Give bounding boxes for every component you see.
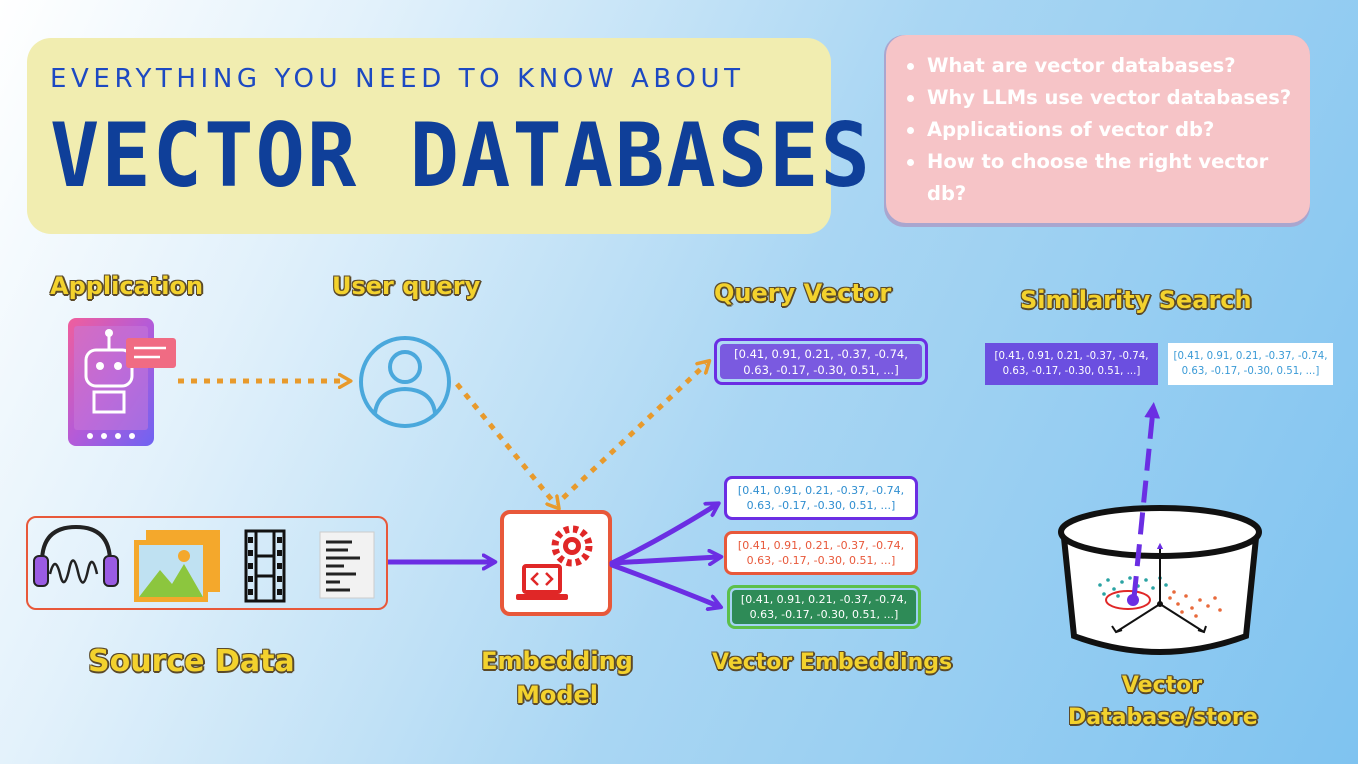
vector-line1: [0.41, 0.91, 0.21, -0.37, -0.74, bbox=[740, 593, 908, 606]
query-vector-box: [0.41, 0.91, 0.21, -0.37, -0.74, 0.63, -… bbox=[714, 338, 928, 385]
document-icon bbox=[319, 531, 375, 599]
gear-laptop-icon bbox=[500, 510, 612, 616]
vector-line2: 0.63, -0.17, -0.30, 0.51, ...] bbox=[743, 362, 899, 377]
vector-line2: 0.63, -0.17, -0.30, 0.51, ...] bbox=[746, 554, 896, 567]
similarity-vector-box-query: [0.41, 0.91, 0.21, -0.37, -0.74, 0.63, -… bbox=[985, 343, 1158, 385]
embedding-model-label-line1: Embedding bbox=[481, 647, 633, 675]
topics-card bbox=[886, 35, 1310, 223]
topics-list: What are vector databases? Why LLMs use … bbox=[906, 50, 1298, 210]
film-strip-icon bbox=[244, 529, 286, 603]
vector-database-label: Vector Database/store bbox=[1068, 670, 1258, 734]
similarity-vector-box-match: [0.41, 0.91, 0.21, -0.37, -0.74, 0.63, -… bbox=[1168, 343, 1333, 385]
chatbot-phone-icon bbox=[68, 318, 176, 446]
page-subtitle: EVERYTHING YOU NEED TO KNOW ABOUT bbox=[50, 64, 745, 94]
vector-line2: 0.63, -0.17, -0.30, 0.51, ...] bbox=[746, 499, 896, 512]
database-cylinder-icon bbox=[1058, 505, 1262, 655]
page-title: VECTOR DATABASES bbox=[50, 104, 872, 208]
vector-database-label-line2: Database/store bbox=[1068, 705, 1258, 730]
flow-arrow bbox=[609, 557, 718, 563]
topic-item: What are vector databases? bbox=[906, 50, 1298, 82]
title-card bbox=[27, 38, 831, 234]
vector-line2: 0.63, -0.17, -0.30, 0.51, ...] bbox=[1181, 366, 1320, 377]
vector-line2: 0.63, -0.17, -0.30, 0.51, ...] bbox=[1002, 366, 1141, 377]
picture-icon bbox=[134, 530, 220, 602]
topic-item: Why LLMs use vector databases? bbox=[906, 82, 1298, 114]
similarity-search-label: Similarity Search bbox=[1020, 286, 1252, 314]
vector-embeddings-label: Vector Embeddings bbox=[712, 650, 953, 675]
embedding-model-label-line2: Model bbox=[515, 681, 599, 709]
flow-arrow bbox=[609, 562, 718, 606]
flow-arrow bbox=[561, 364, 706, 500]
flow-arrow bbox=[609, 505, 716, 566]
source-data-frame bbox=[26, 516, 388, 610]
flow-arrow bbox=[455, 382, 556, 505]
vector-line1: [0.41, 0.91, 0.21, -0.37, -0.74, bbox=[1173, 351, 1328, 362]
query-vector-label: Query Vector bbox=[714, 279, 892, 307]
vector-line1: [0.41, 0.91, 0.21, -0.37, -0.74, bbox=[737, 484, 905, 497]
embedding-vector-box-blue: [0.41, 0.91, 0.21, -0.37, -0.74, 0.63, -… bbox=[724, 476, 918, 520]
vector-line1: [0.41, 0.91, 0.21, -0.37, -0.74, bbox=[734, 346, 908, 361]
vector-line1: [0.41, 0.91, 0.21, -0.37, -0.74, bbox=[994, 351, 1149, 362]
embedding-vector-box-green: [0.41, 0.91, 0.21, -0.37, -0.74, 0.63, -… bbox=[727, 585, 921, 629]
user-query-label: User query bbox=[332, 272, 481, 300]
vector-line2: 0.63, -0.17, -0.30, 0.51, ...] bbox=[749, 608, 899, 621]
vector-line1: [0.41, 0.91, 0.21, -0.37, -0.74, bbox=[737, 539, 905, 552]
embedding-model-label: Embedding Model bbox=[476, 644, 638, 712]
embedding-vector-box-red: [0.41, 0.91, 0.21, -0.37, -0.74, 0.63, -… bbox=[724, 531, 918, 575]
topic-item: How to choose the right vector db? bbox=[906, 146, 1298, 210]
application-label: Application bbox=[50, 272, 204, 300]
vector-database-label-line1: Vector bbox=[1121, 673, 1203, 698]
headphones-wave-icon bbox=[33, 524, 119, 587]
user-avatar-icon bbox=[359, 336, 451, 428]
source-data-label: Source Data bbox=[88, 644, 295, 679]
topic-item: Applications of vector db? bbox=[906, 114, 1298, 146]
